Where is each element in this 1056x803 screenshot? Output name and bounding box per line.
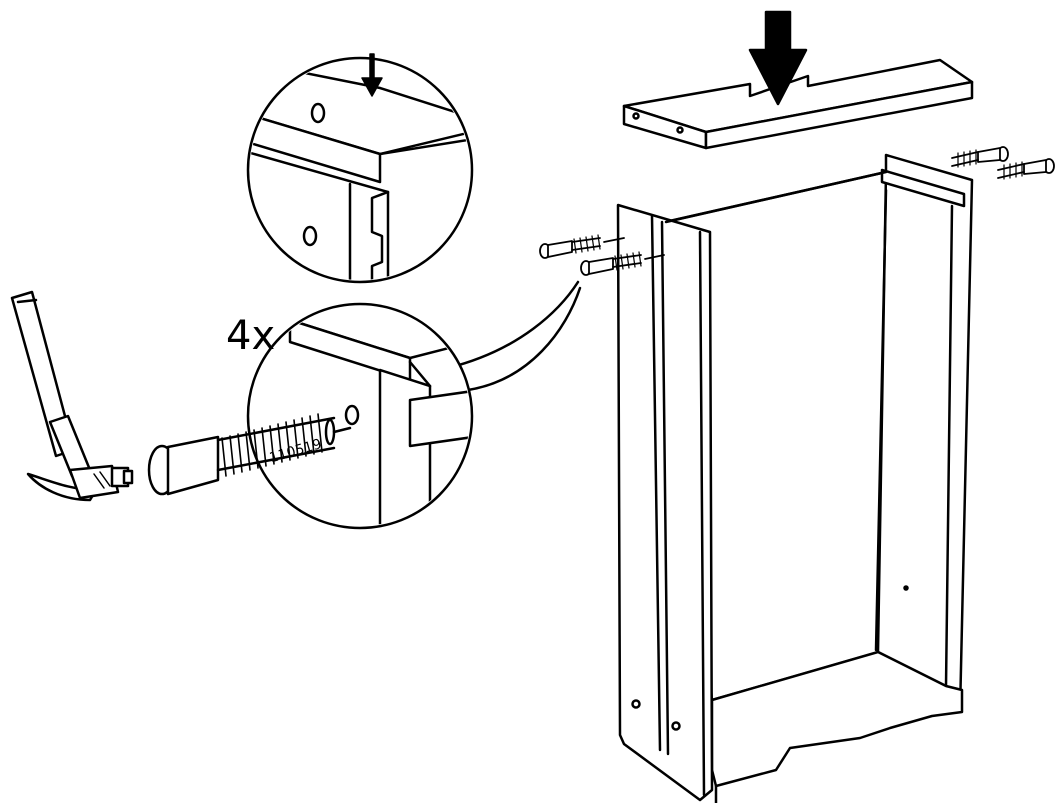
press-down-arrow-icon bbox=[748, 10, 808, 106]
cabinet-frame bbox=[616, 153, 974, 803]
small-press-arrow-icon bbox=[361, 53, 383, 97]
dowel-nail-icon bbox=[147, 413, 352, 496]
top-panel bbox=[622, 58, 974, 150]
quantity-label: 4x bbox=[226, 313, 276, 359]
detail-circle-bottom bbox=[246, 280, 582, 530]
hammer-icon bbox=[10, 290, 134, 502]
dowel-nail-icon bbox=[539, 146, 1055, 276]
detail-circle-top bbox=[246, 53, 474, 284]
